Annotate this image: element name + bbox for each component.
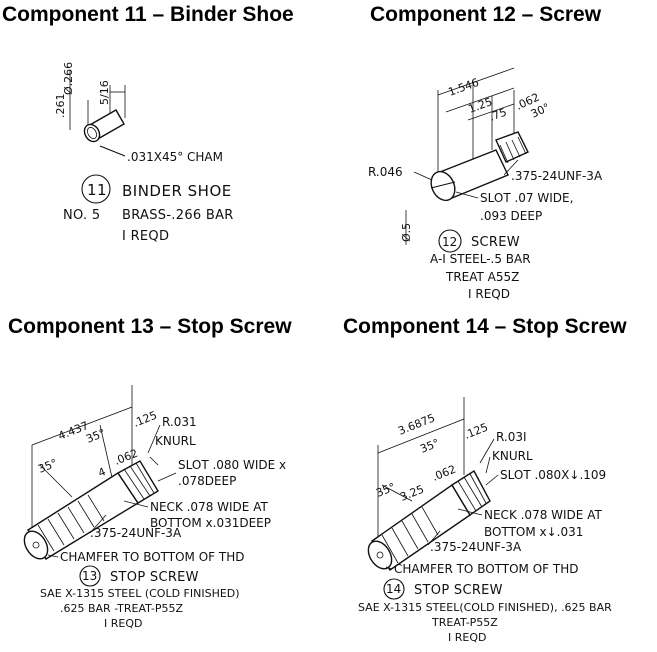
thread-note: .375-24UNF-3A bbox=[511, 169, 603, 183]
dim-4-437: 4.437 bbox=[56, 419, 90, 443]
dim-0-125: .125 bbox=[462, 421, 490, 442]
heading-component-14: Component 14 – Stop Screw bbox=[343, 315, 627, 338]
dim-angle-35-left: 35° bbox=[36, 456, 59, 475]
neck-note-13: NECK .078 WIDE AT bbox=[150, 500, 268, 514]
heading-component-11: Component 11 – Binder Shoe bbox=[2, 3, 294, 26]
dim-diameter-5: Ø.5 bbox=[400, 223, 413, 242]
treat-stop-screw-14: TREAT-P55Z bbox=[431, 616, 498, 629]
knurl-note-13: KNURL bbox=[155, 434, 196, 448]
thread-note-13: .375-24UNF-3A bbox=[90, 526, 182, 540]
part-number: NO. 5 bbox=[63, 208, 100, 223]
balloon-14-label: 14 bbox=[386, 582, 401, 596]
part-name-binder-shoe: BINDER SHOE bbox=[122, 182, 232, 200]
dim-3-6875: 3.6875 bbox=[396, 411, 437, 437]
qty-binder-shoe: I REQD bbox=[122, 229, 169, 244]
qty-stop-screw-13: I REQD bbox=[104, 617, 142, 630]
balloon-12 bbox=[438, 229, 462, 253]
qty-screw: I REQD bbox=[468, 287, 510, 301]
dim-diameter: Ø.266 bbox=[62, 62, 75, 95]
stop-screw-13-end bbox=[23, 530, 49, 560]
chamfer-note: .031X45° CHAM bbox=[127, 150, 223, 164]
stop-screw-14-drawing: 3.6875 35° 35° .125 3.25 .062 R.03I KNUR… bbox=[358, 397, 612, 644]
radius-note-14: R.03I bbox=[496, 430, 527, 444]
part-name-stop-screw-13: STOP SCREW bbox=[110, 570, 199, 585]
slot-depth-note-13: .078DEEP bbox=[178, 474, 236, 488]
balloon-13 bbox=[79, 565, 101, 587]
neck-note-14: NECK .078 WIDE AT bbox=[484, 508, 602, 522]
heading-component-13: Component 13 – Stop Screw bbox=[8, 315, 292, 338]
screw-head bbox=[430, 170, 456, 202]
chamfer-note-13: CHAMFER TO BOTTOM OF THD bbox=[60, 550, 244, 564]
balloon-12-label: 12 bbox=[442, 235, 457, 249]
knurl-note-14: KNURL bbox=[492, 449, 533, 463]
slot-note: SLOT .07 WIDE, bbox=[480, 191, 573, 205]
dim-0-125: .125 bbox=[131, 409, 159, 430]
material-stop-screw-14: SAE X-1315 STEEL(COLD FINISHED), .625 BA… bbox=[358, 601, 612, 614]
panel-stop-screw-13: 4.437 35° 35° .125 4 .062 R.031 KNURL SL… bbox=[0, 345, 328, 652]
dim-angle-35-top: 35° bbox=[418, 436, 441, 455]
thread-note-14: .375-24UNF-3A bbox=[430, 540, 522, 554]
dim-5-16: 5/16 bbox=[98, 80, 111, 105]
chamfer-note-14: CHAMFER TO BOTTOM OF THD bbox=[394, 562, 578, 576]
balloon-11-label: 11 bbox=[87, 181, 107, 199]
qty-stop-screw-14: I REQD bbox=[448, 631, 486, 644]
dim-4: 4 bbox=[96, 465, 107, 480]
dim-1-546: 1.546 bbox=[447, 76, 481, 99]
panel-binder-shoe: Ø.266 .261 5/16 .031X45° CHAM 11 BINDER … bbox=[0, 0, 328, 300]
dim-261: .261 bbox=[54, 94, 67, 119]
slot-note-13: SLOT .080 WIDE x bbox=[178, 458, 286, 472]
material-screw: A-I STEEL-.5 BAR bbox=[430, 252, 531, 266]
panel-screw: 1.546 1.25 .75 .062 30° R.046 .375-24UNF… bbox=[328, 0, 657, 301]
dim-0-75: .75 bbox=[488, 106, 509, 124]
neck-depth-note-13: BOTTOM x.031DEEP bbox=[150, 516, 271, 530]
material2-stop-screw-13: .625 BAR -TREAT-P55Z bbox=[60, 602, 183, 615]
material-stop-screw-13: SAE X-1315 STEEL (COLD FINISHED) bbox=[40, 587, 240, 600]
slot-note-14: SLOT .080X↓.109 bbox=[500, 468, 606, 482]
slot-depth-note: .093 DEEP bbox=[480, 209, 542, 223]
treat-screw: TREAT A55Z bbox=[445, 270, 519, 284]
screw-drawing: 1.546 1.25 .75 .062 30° R.046 .375-24UNF… bbox=[368, 67, 603, 301]
binder-shoe-drawing: Ø.266 .261 5/16 .031X45° CHAM 11 BINDER … bbox=[54, 62, 234, 244]
part-name-screw: SCREW bbox=[471, 235, 520, 250]
panel-stop-screw-14: 3.6875 35° 35° .125 3.25 .062 R.03I KNUR… bbox=[328, 345, 657, 652]
balloon-14 bbox=[383, 578, 405, 600]
part-name-stop-screw-14: STOP SCREW bbox=[414, 583, 503, 598]
radius-note-13: R.031 bbox=[162, 415, 197, 429]
balloon-11 bbox=[81, 174, 111, 204]
heading-component-12: Component 12 – Screw bbox=[370, 3, 602, 26]
balloon-13-label: 13 bbox=[82, 569, 97, 583]
neck-depth-note-14: BOTTOM x↓.031 bbox=[484, 525, 583, 539]
radius-note: R.046 bbox=[368, 165, 403, 179]
stop-screw-13-drawing: 4.437 35° 35° .125 4 .062 R.031 KNURL SL… bbox=[23, 385, 286, 630]
dim-0-062: .062 bbox=[430, 463, 458, 484]
material-binder-shoe: BRASS-.266 BAR bbox=[122, 208, 234, 223]
